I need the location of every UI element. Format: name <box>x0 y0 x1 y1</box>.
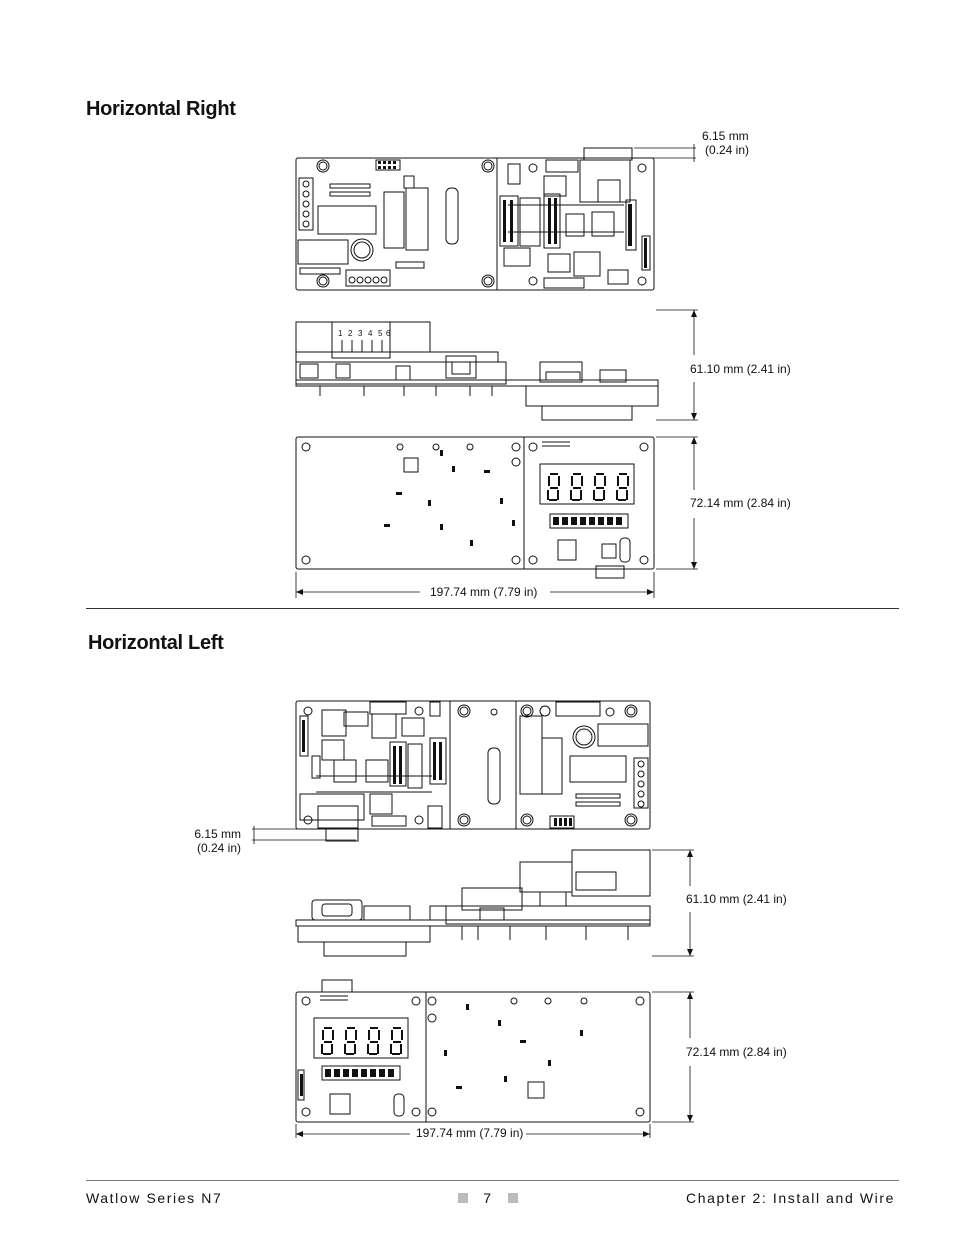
left-width-label: 197.74 mm (7.79 in) <box>416 1126 524 1140</box>
right-height-label: 61.10 mm (2.41 in) <box>690 362 791 376</box>
left-bottom-view <box>295 979 651 1123</box>
terminal-numbers: 1 2 3 4 5 6 <box>338 329 391 338</box>
section-divider <box>86 608 899 609</box>
terminal-number: 2 <box>348 329 353 338</box>
left-offset-mm: 6.15 mm <box>194 827 241 841</box>
right-depth-label: 72.14 mm (2.84 in) <box>690 496 791 510</box>
footer-chapter-title: Chapter 2: Install and Wire <box>686 1190 895 1206</box>
terminal-number: 1 <box>338 329 343 338</box>
right-offset-in: (0.24 in) <box>705 143 750 157</box>
right-offset-label: 6.15 mm (0.24 in) <box>702 129 749 157</box>
terminal-number: 5 <box>378 329 383 338</box>
right-offset-mm: 6.15 mm <box>702 129 749 143</box>
left-depth-label: 72.14 mm (2.84 in) <box>686 1045 787 1059</box>
right-side-view <box>295 321 659 421</box>
left-top-view <box>295 700 651 842</box>
left-offset-label: 6.15 mm (0.24 in) <box>194 827 241 855</box>
right-top-view <box>295 147 655 291</box>
section-title-horizontal-right: Horizontal Right <box>86 98 236 120</box>
right-bottom-view <box>295 436 655 579</box>
footer-page-number: 7 <box>483 1190 493 1206</box>
terminal-number: 3 <box>358 329 363 338</box>
footer-product-name: Watlow Series N7 <box>86 1190 223 1206</box>
left-height-label: 61.10 mm (2.41 in) <box>686 892 787 906</box>
terminal-number: 6 <box>386 329 391 338</box>
footer-page-number-block: 7 <box>458 1190 518 1206</box>
right-width-label: 197.74 mm (7.79 in) <box>430 585 538 599</box>
left-offset-in: (0.24 in) <box>196 841 241 855</box>
footer-rule <box>86 1180 899 1181</box>
footer-square-icon <box>508 1193 518 1203</box>
left-side-view <box>295 849 651 957</box>
terminal-number: 4 <box>368 329 373 338</box>
footer-square-icon <box>458 1193 468 1203</box>
section-title-horizontal-left: Horizontal Left <box>88 632 224 654</box>
